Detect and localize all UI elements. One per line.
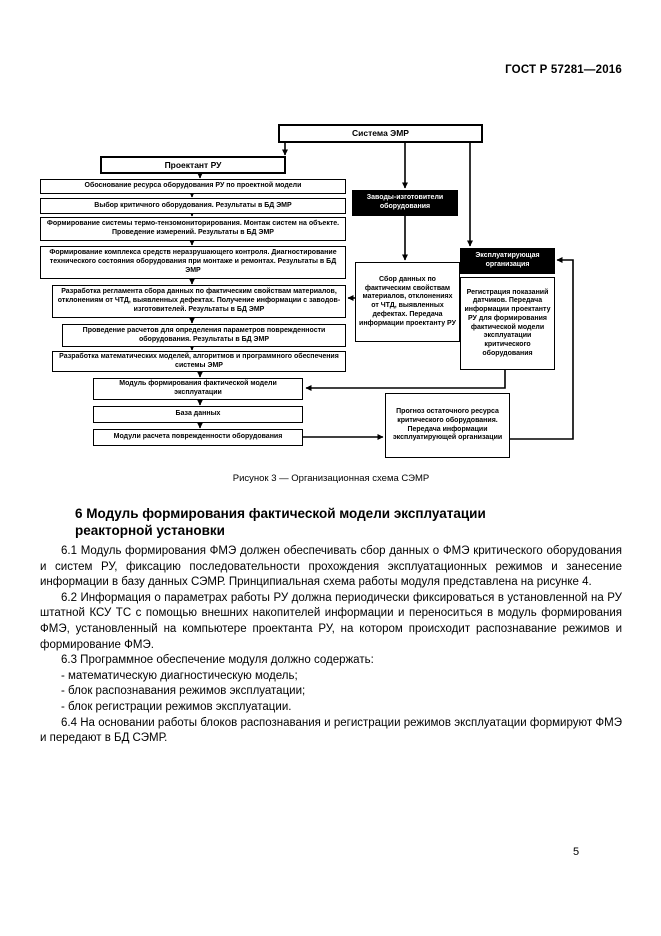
flow-box-data-regulation: Разработка регламента сбора данных по фа… — [52, 285, 346, 318]
flow-box-sensor-registration: Регистрация показаний датчиков. Передача… — [460, 277, 555, 370]
paragraph-6-4: 6.4 На основании работы блоков распознав… — [40, 716, 622, 745]
flow-connectors — [189, 143, 574, 440]
flow-box-math-models: Разработка математических моделей, алгор… — [52, 351, 346, 372]
page-header: ГОСТ Р 57281—2016 — [505, 64, 622, 76]
flow-box-fme-module: Модуль формирования фактической модели э… — [93, 378, 303, 400]
flow-box-critical-selection: Выбор критичного оборудования. Результат… — [40, 198, 346, 214]
section-body: 6.1 Модуль формирования ФМЭ должен обесп… — [40, 544, 622, 747]
section-title-line-1: 6 Модуль формирования фактической модели… — [75, 506, 486, 521]
flow-box-damage-calculations: Проведение расчетов для определения пара… — [62, 324, 346, 347]
paragraph-6-3: 6.3 Программное обеспечение модуля должн… — [61, 654, 374, 667]
flow-box-manufacturers: Заводы-изготовители оборудования — [352, 190, 458, 216]
page-number: 5 — [573, 846, 580, 858]
flow-box-resource-basis: Обоснование ресурса оборудования РУ по п… — [40, 179, 346, 194]
section-title-line-2: реакторной установки — [75, 522, 225, 538]
flow-box-ndt-complex: Формирование комплекса средств неразруша… — [40, 246, 346, 279]
list-item-math-model: - математическую диагностическую модель; — [61, 669, 298, 682]
list-item-recognition-block: - блок распознавания режимов эксплуатаци… — [61, 685, 306, 698]
paragraph-6-2: 6.2 Информация о параметрах работы РУ до… — [40, 591, 622, 651]
connector-lines — [189, 143, 574, 440]
list-item-registration-block: - блок регистрации режимов эксплуатации. — [61, 700, 292, 713]
section-title: 6 Модуль формирования фактической модели… — [75, 506, 615, 539]
org-chart-figure: Система ЭМР Проектант РУ Обоснование рес… — [40, 124, 574, 458]
flow-box-residual-forecast: Прогноз остаточного ресурса критического… — [385, 393, 510, 458]
flow-box-operating-org: Эксплуатирующая организация — [460, 248, 555, 274]
flow-box-database: База данных — [93, 406, 303, 423]
flow-box-system-emr: Система ЭМР — [278, 124, 483, 143]
flow-box-damage-modules: Модули расчета поврежденности оборудован… — [93, 429, 303, 446]
flow-box-thermo-monitoring: Формирование системы термо-тензомонитори… — [40, 217, 346, 241]
figure-caption: Рисунок 3 — Организационная схема СЭМР — [232, 473, 430, 484]
flow-box-ru-designer: Проектант РУ — [100, 156, 286, 174]
paragraph-6-1: 6.1 Модуль формирования ФМЭ должен обесп… — [40, 545, 622, 589]
flow-box-data-collection: Сбор данных по фактическим свойствам мат… — [355, 262, 460, 342]
